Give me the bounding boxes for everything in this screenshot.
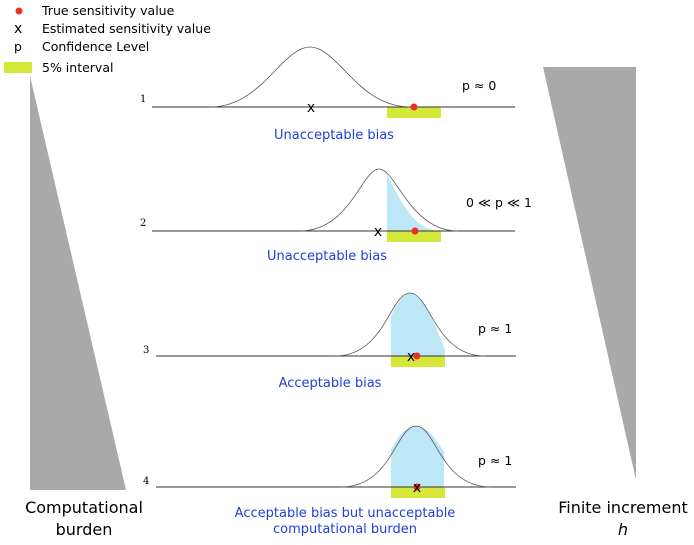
p-label: p ≈ 0: [462, 78, 496, 93]
bias-label: Acceptable bias but unacceptable: [235, 506, 456, 521]
bias-label-line2: computational burden: [273, 522, 417, 537]
confidence-shade: [391, 293, 445, 356]
legend-interval-label: 5% interval: [42, 60, 113, 75]
finite-increment-label-line2: h: [618, 520, 628, 539]
computational-burden-label-line1: Computational: [25, 498, 143, 517]
legend-estimated-label: Estimated sensitivity value: [42, 21, 211, 36]
computational-burden-wedge: [30, 76, 126, 490]
interval-bar: [387, 231, 441, 242]
true-value-dot: [413, 483, 421, 491]
panel-number: 3: [143, 345, 149, 356]
estimated-x-mark: x: [407, 349, 415, 365]
panel-2: 2 x 0 ≪ p ≪ 1 Unacceptable bias: [140, 168, 532, 264]
panel-3: 3 x p ≈ 1 Acceptable bias: [143, 292, 516, 391]
interval-bar: [391, 356, 445, 367]
true-value-dot: [410, 103, 418, 111]
interval-bar: [391, 487, 445, 498]
interval-bar: [387, 107, 441, 118]
panel-number: 4: [143, 476, 149, 487]
legend-x-symbol: x: [14, 21, 22, 37]
legend-true-dot: [15, 7, 23, 15]
confidence-shade: [391, 426, 444, 487]
panel-1: 1 x p ≈ 0 Unacceptable bias: [140, 46, 515, 143]
distribution-curve: [209, 46, 411, 108]
legend-p-symbol: p: [14, 39, 22, 54]
distribution-curve: [299, 168, 459, 232]
finite-increment-label-line1: Finite increment: [558, 498, 688, 517]
legend-confidence-label: Confidence Level: [42, 39, 149, 54]
bias-label: Unacceptable bias: [274, 128, 394, 143]
distribution-curve: [334, 292, 486, 357]
p-label: p ≈ 1: [478, 321, 512, 336]
bias-label: Unacceptable bias: [267, 249, 387, 264]
bias-label: Acceptable bias: [279, 376, 382, 391]
legend: True sensitivity value x Estimated sensi…: [4, 3, 211, 75]
panel-number: 2: [140, 218, 146, 229]
panel-4: 4 x p ≈ 1 Acceptable bias but unacceptab…: [143, 425, 516, 537]
computational-burden-label-line2: burden: [56, 520, 113, 539]
finite-increment-wedge: [543, 67, 636, 480]
estimated-x-mark: x: [307, 100, 315, 116]
legend-true-label: True sensitivity value: [41, 3, 175, 18]
confidence-shade: [387, 175, 441, 231]
p-label: 0 ≪ p ≪ 1: [466, 195, 532, 210]
panel-number: 1: [140, 94, 146, 105]
estimated-x-mark: x: [413, 480, 421, 496]
p-label: p ≈ 1: [478, 453, 512, 468]
distribution-curve: [340, 425, 492, 488]
estimated-x-mark: x: [374, 224, 382, 240]
true-value-dot: [411, 227, 419, 235]
legend-interval-swatch: [4, 62, 32, 73]
true-value-dot: [413, 352, 421, 360]
